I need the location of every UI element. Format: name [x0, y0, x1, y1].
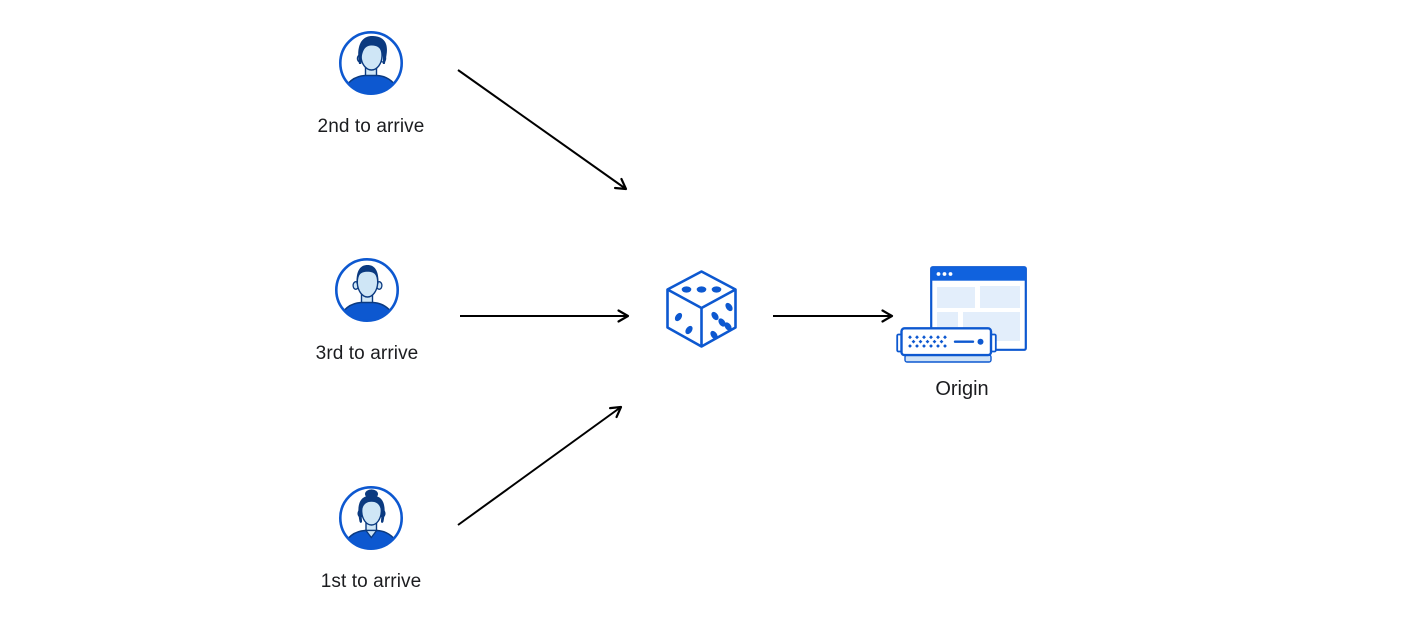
client-label-1st: 1st to arrive	[320, 571, 422, 592]
dice-node	[666, 270, 738, 349]
arrow-client-1st-to-dice	[457, 405, 623, 526]
server-icon	[896, 327, 997, 363]
client-label-3rd: 3rd to arrive	[315, 343, 419, 364]
client-label-2nd: 2nd to arrive	[317, 116, 425, 137]
client-node-3rd: 3rd to arrive	[292, 257, 442, 365]
avatar-female-bun-icon	[338, 485, 404, 551]
client-node-2nd: 2nd to arrive	[296, 30, 446, 138]
dice-icon	[666, 270, 737, 348]
arrow-client-2nd-to-dice	[457, 69, 628, 191]
avatar-male-crew-cut-icon	[334, 257, 400, 323]
avatar-male-side-part-icon	[338, 30, 404, 96]
client-node-1st: 1st to arrive	[296, 485, 446, 593]
origin-label: Origin	[935, 378, 989, 400]
origin-node: Origin	[896, 266, 1028, 406]
